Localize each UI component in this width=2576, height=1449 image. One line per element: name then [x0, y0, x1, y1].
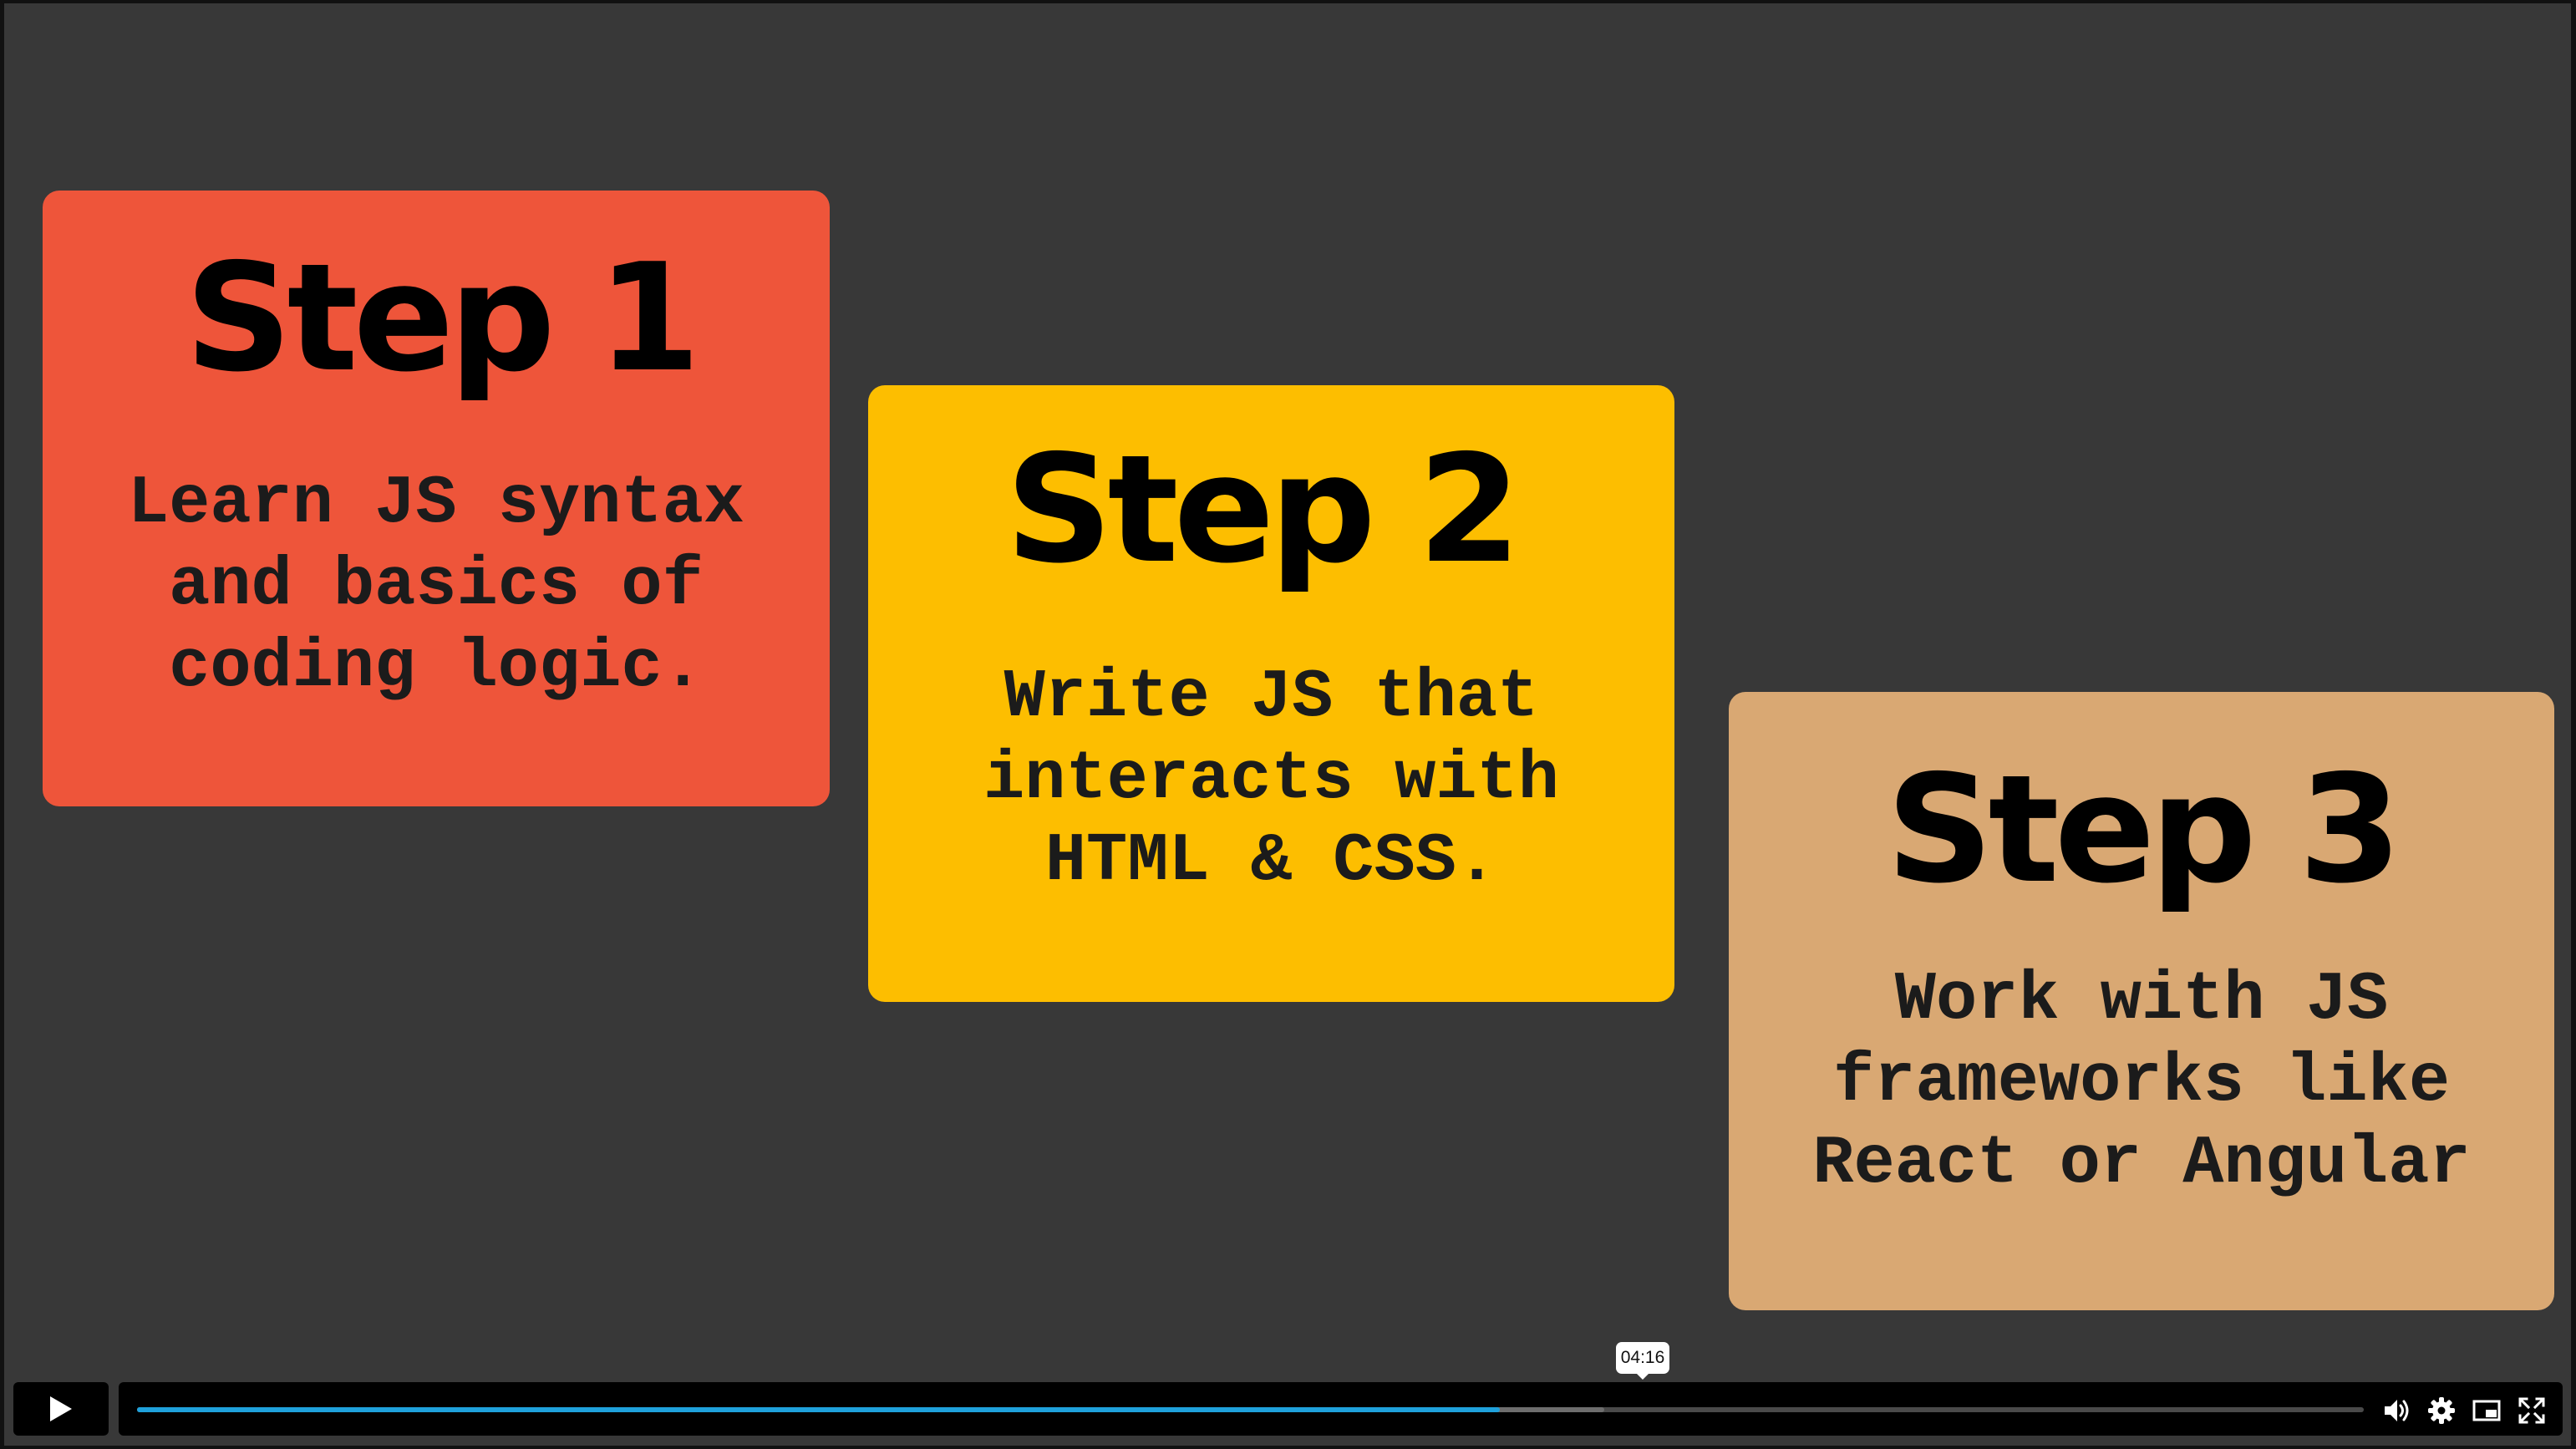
step-1-card: Step 1 Learn JS syntax and basics of cod…	[43, 191, 830, 806]
player-controls: 04:16	[0, 1342, 2576, 1449]
control-bar: 04:16	[119, 1342, 2563, 1436]
fullscreen-icon[interactable]	[2517, 1396, 2547, 1426]
settings-gear-icon[interactable]	[2426, 1396, 2457, 1426]
play-button[interactable]	[13, 1382, 109, 1436]
step-2-description: Write JS that interacts with HTML & CSS.	[983, 658, 1559, 900]
picture-in-picture-icon[interactable]	[2472, 1396, 2502, 1426]
step-3-description: Work with JS frameworks like React or An…	[1812, 961, 2471, 1202]
seek-bar[interactable]: 04:16	[137, 1342, 2364, 1412]
volume-icon[interactable]	[2381, 1396, 2411, 1426]
played-progress	[137, 1407, 1500, 1412]
step-3-title: Step 3	[1886, 743, 2401, 916]
step-1-description: Learn JS syntax and basics of coding log…	[127, 465, 745, 706]
step-3-card: Step 3 Work with JS frameworks like Reac…	[1729, 692, 2554, 1310]
step-2-title: Step 2	[1005, 423, 1521, 596]
step-2-card: Step 2 Write JS that interacts with HTML…	[868, 385, 1674, 1002]
play-icon	[50, 1396, 72, 1421]
video-viewport[interactable]: Step 1 Learn JS syntax and basics of cod…	[4, 3, 2571, 1446]
step-1-title: Step 1	[185, 231, 700, 404]
seek-time-tooltip: 04:16	[1616, 1342, 1669, 1380]
